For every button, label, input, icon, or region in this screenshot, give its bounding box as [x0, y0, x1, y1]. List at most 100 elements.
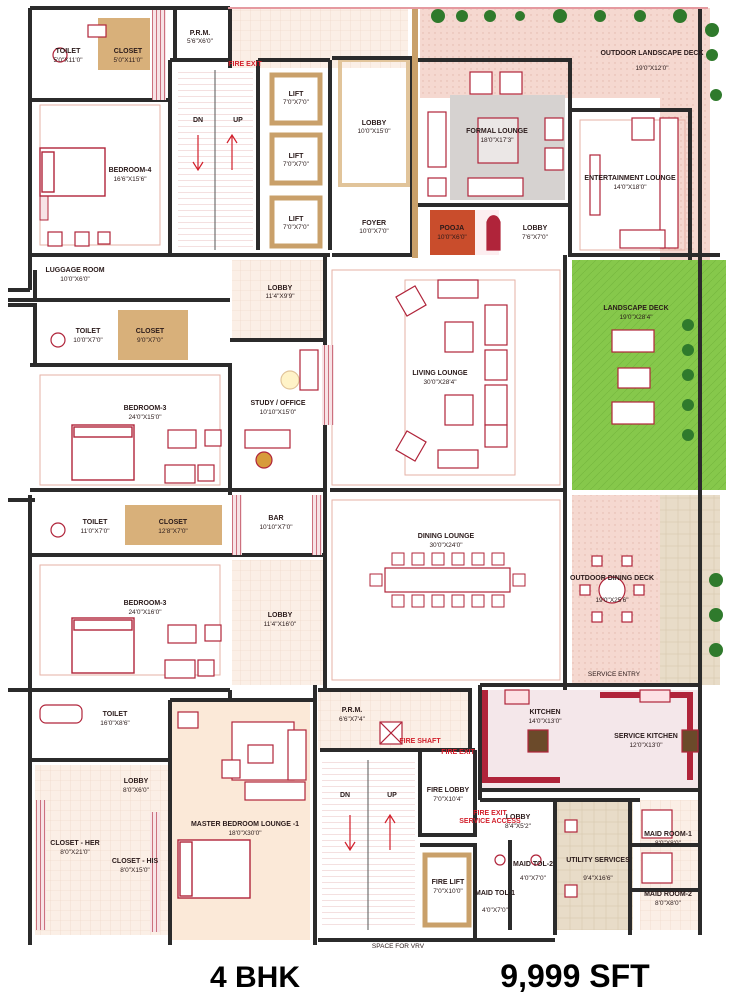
dim-study: 10'10"X15'0"	[260, 409, 297, 416]
dim-fire-lift: 7'0"X10'0"	[433, 888, 463, 895]
label-master: MASTER BEDROOM LOUNGE -1	[191, 821, 299, 828]
label-service-entry: SERVICE ENTRY	[588, 671, 641, 678]
dim-lobby-top: 10'0"X15'0"	[357, 128, 391, 135]
dim-lobby-mid: 11'4"X9'9"	[265, 293, 295, 300]
label-fire-exit-north: FIRE EXIT	[228, 61, 262, 68]
dim-entertainment: 14'0"X18'0"	[613, 184, 647, 191]
label-lift-2: LIFT	[289, 153, 304, 160]
label-outdoor-dining: OUTDOOR DINING DECK	[570, 575, 654, 582]
label-dn-south: DN	[340, 792, 350, 799]
label-up-south: UP	[387, 792, 397, 799]
bed-master	[177, 839, 251, 899]
dim-pooja: 10'0"X6'0"	[437, 234, 467, 241]
dim-master: 18'0"X30'0"	[228, 830, 262, 837]
label-bedroom-4: BEDROOM-4	[109, 167, 152, 174]
dim-outdoor-landscape: 19'0"X12'0"	[635, 65, 669, 72]
dim-toilet-2: 10'0"X7'0"	[73, 337, 103, 344]
label-lobby-service: LOBBY	[506, 814, 531, 821]
label-bar: BAR	[268, 515, 283, 522]
label-bedroom-3a: BEDROOM-3	[124, 405, 167, 412]
label-formal-lounge: FORMAL LOUNGE	[466, 128, 528, 135]
label-toilet-3: TOILET	[83, 519, 108, 526]
label-closet-1: CLOSET	[114, 48, 143, 55]
label-utility: UTILITY SERVICES	[566, 857, 630, 864]
dim-prm-1: 5'6"X6'0"	[187, 38, 214, 45]
label-fire-shaft: FIRE SHAFT	[399, 738, 441, 745]
dim-closet-1: 5'0"X11'0"	[113, 57, 143, 64]
label-lobby-top: LOBBY	[362, 120, 387, 127]
dim-closet-3: 12'8"X7'0"	[158, 528, 188, 535]
label-prm-2: P.R.M.	[342, 707, 363, 714]
label-bedroom-3b: BEDROOM-3	[124, 600, 167, 607]
area-caption: 9,999 SFT	[500, 958, 650, 994]
label-fire-lobby: FIRE LOBBY	[427, 787, 470, 794]
label-lobby-pooja: LOBBY	[523, 225, 548, 232]
staircase-north	[178, 70, 253, 250]
label-dining: DINING LOUNGE	[418, 533, 475, 540]
label-closet-his: CLOSET - HIS	[112, 858, 159, 865]
dim-maid-room-2: 8'0"X8'0"	[655, 900, 682, 907]
label-lobby-low: LOBBY	[268, 612, 293, 619]
dim-formal-lounge: 18'0"X17'3"	[480, 137, 514, 144]
bed-bedroom-3b	[71, 617, 135, 674]
bed-bedroom-3a	[71, 424, 135, 481]
label-dn-north: DN	[193, 117, 203, 124]
dim-landscape-deck: 19'0"X28'4"	[619, 314, 653, 321]
beds	[39, 147, 251, 899]
label-lobby-b: LOBBY	[124, 778, 149, 785]
label-maid-room-1: MAID ROOM-1	[644, 831, 692, 838]
label-service-access: SERVICE ACCESS	[459, 818, 521, 825]
dim-toilet-4: 16'0"X8'6"	[100, 720, 130, 727]
label-vrv-space: SPACE FOR VRV	[372, 943, 425, 950]
plants	[431, 9, 723, 657]
dim-outdoor-dining: 19'0"X25'6"	[595, 597, 629, 604]
label-entertainment: ENTERTAINMENT LOUNGE	[584, 175, 676, 182]
dim-closet-her: 8'0"X21'0"	[60, 849, 90, 856]
label-lobby-mid: LOBBY	[268, 285, 293, 292]
label-maid-room-2: MAID ROOM-2	[644, 891, 692, 898]
dim-lobby-service: 8'4"X5'2"	[505, 823, 532, 830]
dim-lift-1: 7'0"X7'0"	[283, 99, 310, 106]
label-service-kitchen: SERVICE KITCHEN	[614, 733, 678, 740]
label-pooja: POOJA	[440, 225, 465, 232]
label-maid-tol-2: MAID TOL-2	[513, 861, 553, 868]
label-kitchen: KITCHEN	[529, 709, 560, 716]
label-up-north: UP	[233, 117, 243, 124]
dim-prm-2: 6'6"X7'4"	[339, 716, 366, 723]
label-prm-1: P.R.M.	[190, 30, 211, 37]
dim-fire-lobby: 7'0"X10'4"	[433, 796, 463, 803]
label-fire-exit-mid: FIRE EXIT	[441, 749, 475, 756]
staircase-south	[322, 760, 415, 930]
dim-maid-tol-2: 4'0"X7'0"	[520, 875, 547, 882]
dim-closet-2: 9'0"X7'0"	[137, 337, 164, 344]
dim-service-kitchen: 12'0"X13'0"	[629, 742, 663, 749]
bed-bedroom-4	[39, 147, 106, 197]
dim-lobby-low: 11'4"X16'0"	[264, 621, 297, 628]
room-labels: TOILET 5'0"X11'0" CLOSET 5'0"X11'0" P.R.…	[45, 30, 703, 914]
label-toilet-4: TOILET	[103, 711, 128, 718]
dim-lift-3: 7'0"X7'0"	[283, 224, 310, 231]
label-living: LIVING LOUNGE	[412, 370, 468, 377]
label-foyer: FOYER	[362, 220, 386, 227]
dim-toilet-1: 5'0"X11'0"	[53, 57, 83, 64]
label-closet-2: CLOSET	[136, 328, 165, 335]
label-luggage: LUGGAGE ROOM	[45, 267, 104, 274]
dim-lift-2: 7'0"X7'0"	[283, 161, 310, 168]
dim-dining: 30'0"X24'0"	[429, 542, 463, 549]
dim-bedroom-4: 16'6"X15'6"	[113, 176, 147, 183]
dim-maid-room-1: 8'0"X8'0"	[655, 840, 682, 847]
label-closet-3: CLOSET	[159, 519, 188, 526]
dim-living: 30'0"X28'4"	[423, 379, 457, 386]
label-lift-1: LIFT	[289, 91, 304, 98]
dim-lobby-pooja: 7'6"X7'0"	[522, 234, 549, 241]
dim-foyer: 10'0"X7'0"	[359, 228, 389, 235]
dim-lobby-b: 8'0"X6'0"	[123, 787, 150, 794]
label-landscape-deck: LANDSCAPE DECK	[603, 305, 668, 312]
access-labels: DN UP DN UP FIRE EXIT FIRE EXIT FIRE EXI…	[193, 61, 641, 950]
dim-closet-his: 8'0"X15'0"	[120, 867, 150, 874]
dim-bar: 10'10"X7'0"	[259, 524, 293, 531]
dim-maid-tol-1: 4'0"X7'0"	[482, 907, 509, 914]
label-fire-exit-service: FIRE EXIT	[473, 810, 507, 817]
furniture	[39, 24, 699, 898]
